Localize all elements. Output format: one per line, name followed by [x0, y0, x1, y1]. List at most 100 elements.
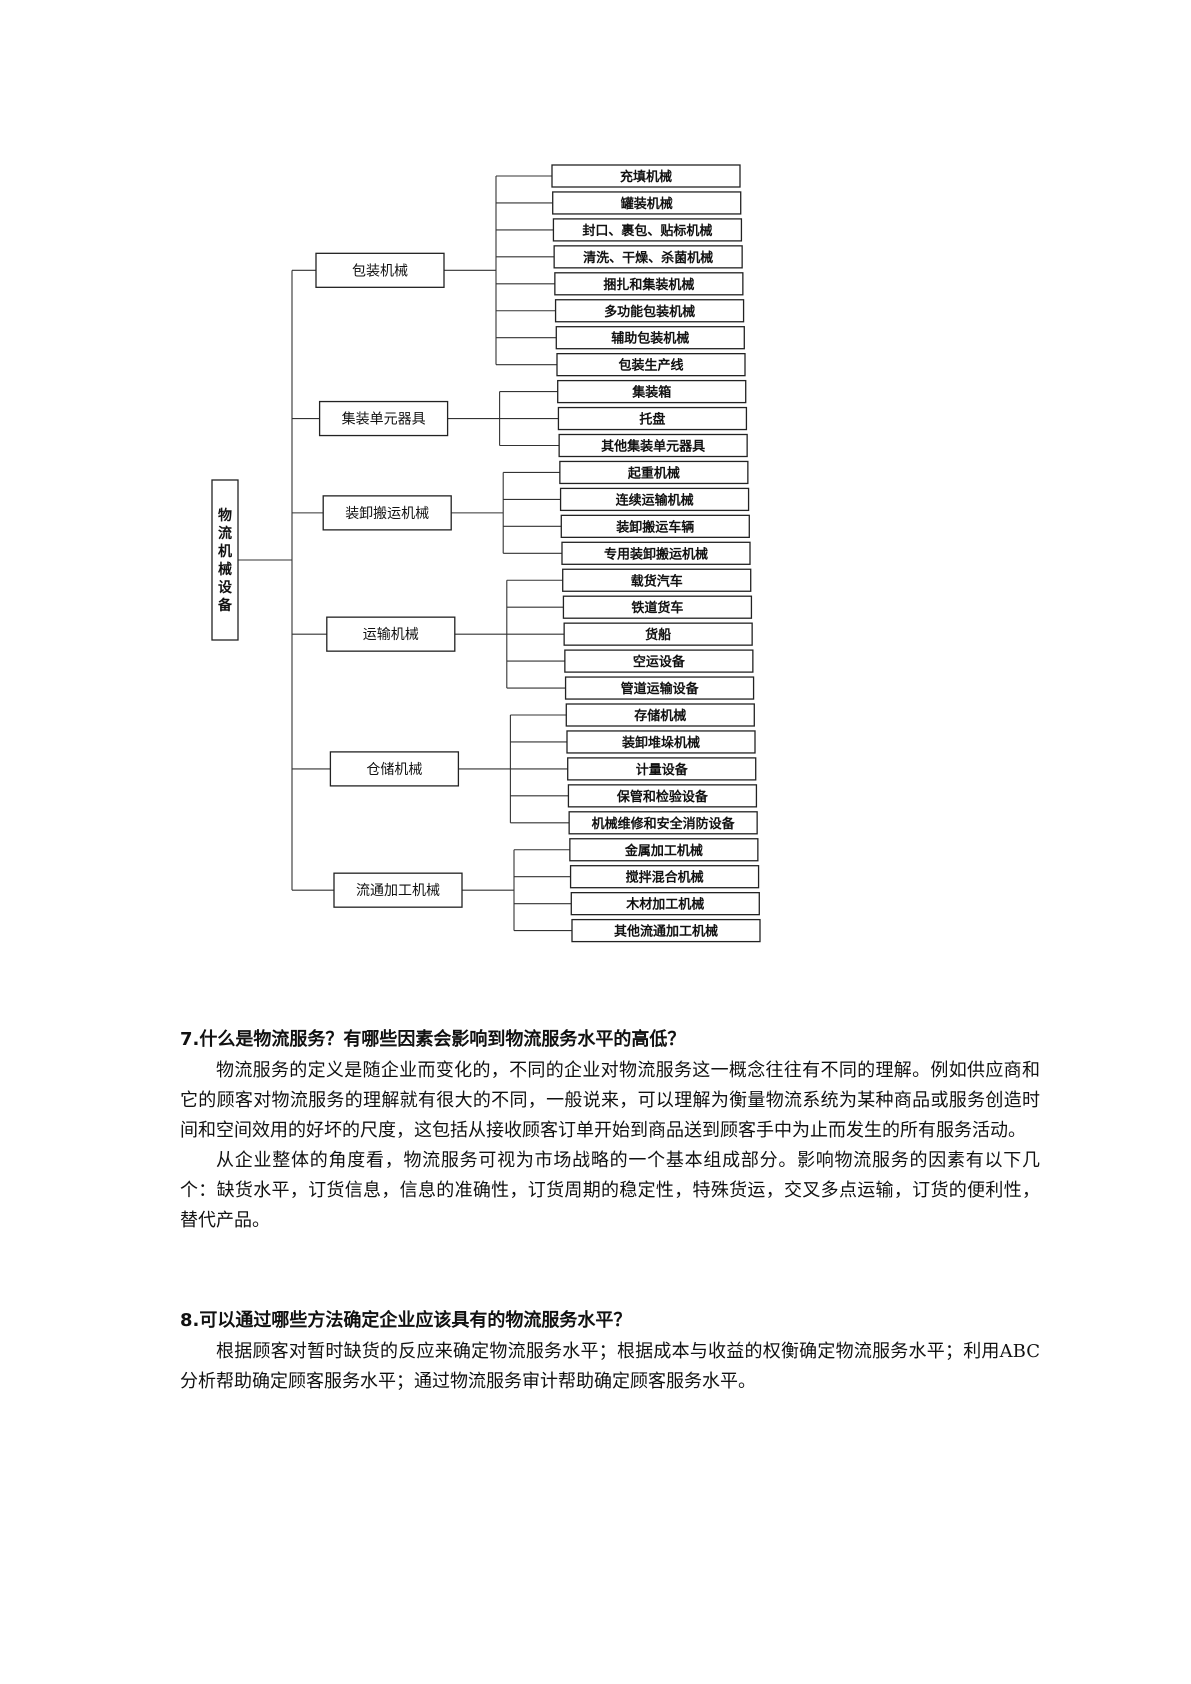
- leaf-node: 装卸搬运车辆: [560, 514, 750, 538]
- leaf-label: 捆扎和集装机械: [603, 277, 694, 293]
- leaf-label: 托盘: [639, 412, 665, 428]
- leaf-label: 搅拌混合机械: [626, 870, 704, 886]
- category-label: 仓储机械: [366, 762, 422, 778]
- leaf-node: 空运设备: [564, 649, 754, 673]
- question-7-answer: 物流服务的定义是随企业而变化的，不同的企业对物流服务这一概念往往有不同的理解。例…: [180, 1056, 1040, 1236]
- leaf-node: 搅拌混合机械: [569, 865, 760, 889]
- leaf-box: [558, 433, 748, 458]
- leaf-box: [568, 811, 758, 835]
- leaf-box: [567, 757, 757, 781]
- leaf-box: [563, 622, 753, 646]
- root-box: [211, 479, 239, 641]
- leaf-label: 铁道货车: [630, 600, 683, 616]
- leaf-node: 连续运输机械: [559, 487, 750, 512]
- leaf-label: 计量设备: [636, 762, 689, 778]
- category-node: 装卸搬运机械: [322, 495, 452, 531]
- leaf-label: 保管和检验设备: [616, 789, 709, 805]
- category-label: 集装单元器具: [342, 411, 426, 428]
- category-label: 运输机械: [363, 627, 419, 643]
- leaf-box: [566, 730, 756, 754]
- leaf-node: 清洗、干燥、杀菌机械: [553, 245, 743, 269]
- leaf-box: [571, 918, 761, 943]
- leaf-label: 机械维修和安全消防设备: [592, 816, 736, 832]
- leaf-box: [560, 514, 750, 538]
- leaf-box: [551, 164, 741, 188]
- leaf-node: 其他集装单元器具: [558, 433, 748, 458]
- leaf-label: 清洗、干燥、杀菌机械: [583, 250, 713, 266]
- leaf-node: 其他流通加工机械: [571, 918, 761, 943]
- leaf-node: 起重机械: [559, 460, 749, 485]
- leaf-label: 载货汽车: [631, 573, 683, 589]
- category-node: 包装机械: [315, 252, 445, 288]
- leaf-label: 管道运输设备: [621, 681, 700, 697]
- leaf-node: 载货汽车: [562, 568, 752, 592]
- leaf-label: 金属加工机械: [624, 843, 703, 859]
- leaf-label: 其他流通加工机械: [614, 924, 718, 940]
- category-label: 装卸搬运机械: [345, 506, 429, 522]
- leaf-box: [557, 406, 748, 431]
- leaf-node: 捆扎和集装机械: [554, 272, 744, 296]
- leaf-box: [564, 676, 755, 700]
- root-node: 物流机械设备: [211, 479, 239, 641]
- category-box: [315, 252, 445, 288]
- q7-paragraph-1: 物流服务的定义是随企业而变化的，不同的企业对物流服务这一概念往往有不同的理解。例…: [180, 1060, 1040, 1141]
- leaf-node: 充填机械: [551, 164, 741, 188]
- leaf-box: [561, 541, 751, 565]
- leaf-box: [570, 892, 760, 916]
- leaf-label: 包装生产线: [618, 358, 683, 374]
- category-node: 集装单元器具: [318, 400, 449, 437]
- q8-paragraph-1: 根据顾客对暂时缺货的反应来确定物流服务水平；根据成本与收益的权衡确定物流服务水平…: [180, 1341, 1040, 1392]
- leaf-box: [554, 299, 745, 323]
- leaf-label: 装卸搬运车辆: [615, 519, 694, 535]
- leaf-node: 辅助包装机械: [555, 326, 745, 350]
- leaf-node: 多功能包装机械: [554, 299, 745, 323]
- leaf-box: [555, 326, 745, 350]
- leaf-box: [569, 838, 759, 862]
- leaf-node: 管道运输设备: [564, 676, 755, 700]
- category-node: 仓储机械: [329, 751, 460, 787]
- leaf-box: [569, 865, 760, 889]
- leaf-box: [557, 379, 747, 404]
- root-label: 物流机械设备: [217, 507, 233, 614]
- leaf-box: [552, 218, 743, 242]
- leaf-node: 托盘: [557, 406, 748, 431]
- leaf-label: 罐装机械: [620, 196, 673, 212]
- leaf-node: 封口、裹包、贴标机械: [552, 218, 743, 242]
- category-box: [329, 751, 460, 787]
- leaf-label: 空运设备: [633, 654, 686, 670]
- leaf-label: 辅助包装机械: [611, 331, 689, 347]
- leaf-node: 专用装卸搬运机械: [561, 541, 751, 565]
- leaf-box: [567, 784, 758, 808]
- leaf-box: [562, 595, 753, 619]
- leaf-box: [559, 487, 750, 512]
- leaf-label: 集装箱: [631, 385, 671, 401]
- leaf-label: 专用装卸搬运机械: [604, 546, 708, 562]
- leaf-node: 机械维修和安全消防设备: [568, 811, 758, 835]
- leaf-box: [552, 191, 742, 215]
- category-label: 包装机械: [352, 263, 408, 279]
- leaf-node: 罐装机械: [552, 191, 742, 215]
- leaf-label: 充填机械: [620, 169, 672, 185]
- category-box: [318, 400, 449, 437]
- leaf-box: [565, 703, 755, 727]
- leaf-node: 保管和检验设备: [567, 784, 758, 808]
- question-7-title: 7.什么是物流服务？有哪些因素会影响到物流服务水平的高低？: [180, 1029, 686, 1050]
- category-label: 流通加工机械: [356, 883, 440, 899]
- leaf-node: 货船: [563, 622, 753, 646]
- leaf-label: 起重机械: [627, 465, 680, 481]
- logistics-equipment-tree-diagram: 充填机械罐装机械封口、裹包、贴标机械清洗、干燥、杀菌机械捆扎和集装机械多功能包装…: [211, 164, 761, 943]
- leaf-node: 包装生产线: [556, 352, 746, 377]
- question-8-title: 8.可以通过哪些方法确定企业应该具有的物流服务水平？: [180, 1310, 632, 1331]
- leaf-box: [559, 460, 749, 485]
- leaf-label: 装卸堆垛机械: [621, 735, 700, 751]
- leaf-label: 封口、裹包、贴标机械: [582, 223, 712, 239]
- leaf-box: [564, 649, 754, 673]
- leaf-node: 铁道货车: [562, 595, 753, 619]
- leaf-node: 金属加工机械: [569, 838, 759, 862]
- leaf-box: [553, 245, 743, 269]
- leaf-label: 货船: [645, 627, 671, 643]
- leaf-node: 计量设备: [567, 757, 757, 781]
- category-box: [322, 495, 452, 531]
- question-8-answer: 根据顾客对暂时缺货的反应来确定物流服务水平；根据成本与收益的权衡确定物流服务水平…: [180, 1337, 1040, 1397]
- leaf-box: [554, 272, 744, 296]
